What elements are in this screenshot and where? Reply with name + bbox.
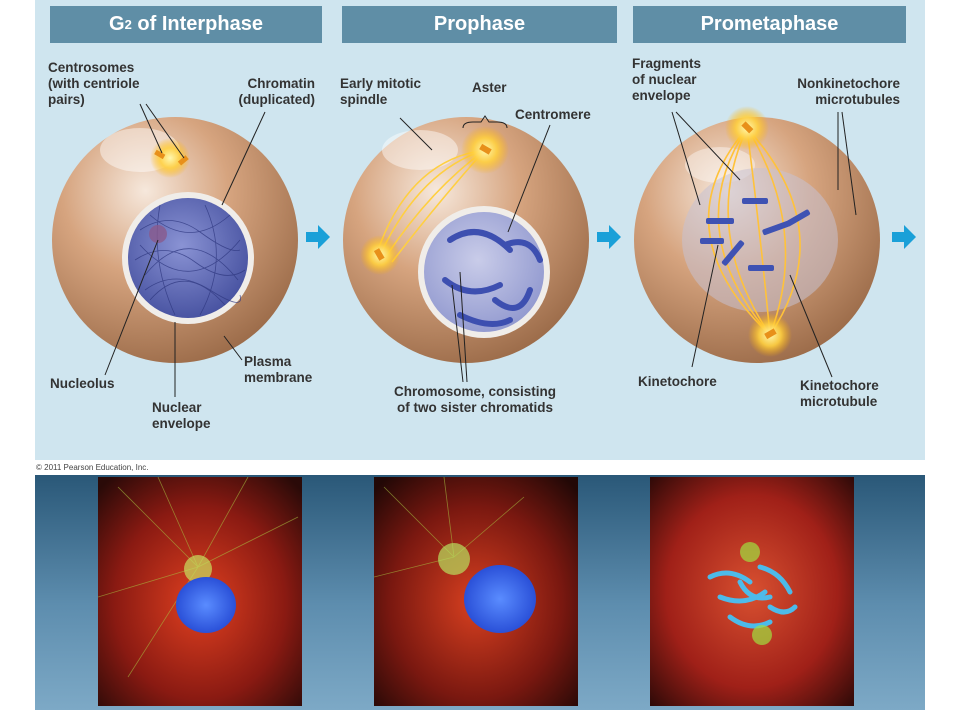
arrow-right-icon-3 [892,225,916,249]
micrograph-prophase [374,477,578,706]
label-kinetochore: Kinetochore [638,374,717,389]
arrow-right-icon [306,225,330,249]
nucleolus [149,225,167,243]
label-kinetochore-microtubule: Kinetochore microtubule [800,378,879,409]
label-early-mitotic-spindle: Early mitotic spindle [340,76,422,107]
g2-title-rest: of Interphase [131,13,263,35]
label-chromatin: Chromatin (duplicated) [238,76,316,107]
prometaphase-title: Prometaphase [700,13,839,35]
label-nuclear-envelope: Nuclear envelope [152,400,211,431]
label-fragments-nuclear-envelope: Fragments of nuclear envelope [632,56,702,103]
stage-header-prophase: Prophase [342,6,617,43]
label-nucleolus: Nucleolus [50,376,115,391]
micrograph-g2 [98,477,302,706]
leader-lines [104,103,857,397]
micrograph-prometaphase [650,477,854,706]
prometaphase-cell [634,106,880,363]
label-aster: Aster [472,80,507,95]
g2-subscript: 2 [124,17,132,32]
g2-title-letter: G [109,13,125,35]
arrow-right-icon-2 [597,225,621,249]
label-centrosomes: Centrosomes (with centriole pairs) [48,60,140,107]
label-plasma-membrane: Plasma membrane [244,354,313,385]
label-chromosome: Chromosome, consisting of two sister chr… [393,384,557,415]
copyright-notice: © 2011 Pearson Education, Inc. [36,463,149,472]
label-centromere: Centromere [515,107,591,122]
stage-header-prometaphase: Prometaphase [633,6,906,43]
prophase-title: Prophase [433,13,526,35]
label-nonkinetochore-microtubules: Nonkinetochore microtubules [797,76,900,107]
progression-arrows [306,225,916,249]
prophase-cell [343,117,589,363]
g2-cell [52,117,298,363]
